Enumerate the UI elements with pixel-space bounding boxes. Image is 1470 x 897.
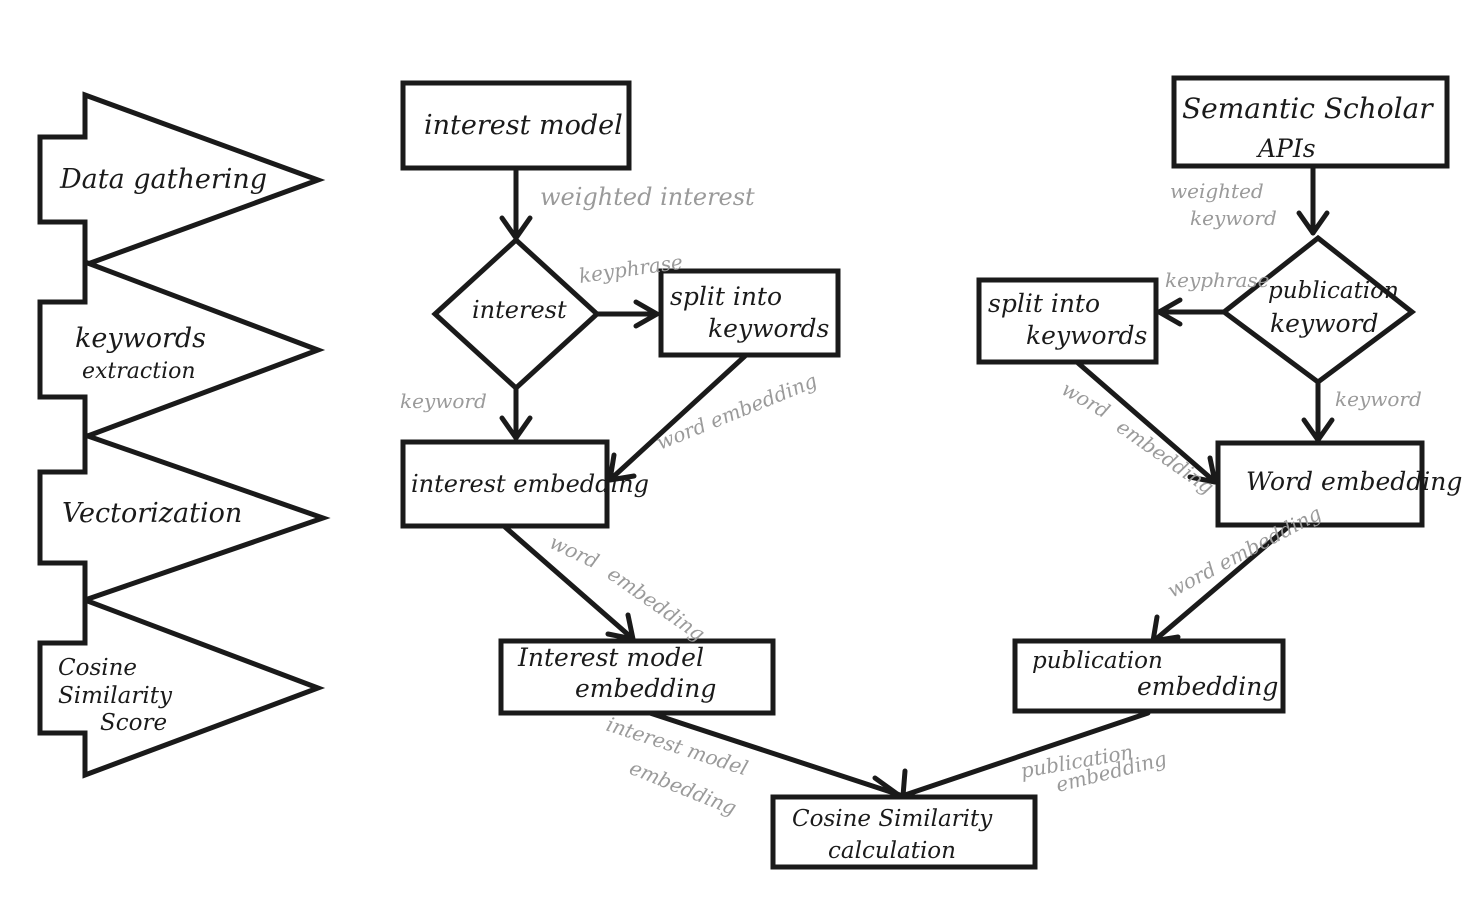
edge-label-word-embedding-right: word xyxy=(1058,377,1115,424)
node-label: Semantic Scholar xyxy=(1182,92,1434,125)
stage-label: Score xyxy=(100,710,167,736)
node-cosine-similarity-calculation: Cosine Similarity calculation xyxy=(770,794,1038,870)
edge-label-weighted-interest: weighted interest xyxy=(540,183,755,211)
node-label: keywords xyxy=(708,314,829,343)
connectors xyxy=(499,165,1335,806)
stage-label: extraction xyxy=(82,359,196,384)
node-label: Word embedding xyxy=(1246,467,1462,496)
node-interest-decision: interest xyxy=(431,236,601,392)
stage-cosine-similarity-score: Cosine Similarity Score xyxy=(37,596,326,779)
node-interest-model: interest model xyxy=(400,80,632,171)
edge-label-weighted-keyword: weighted xyxy=(1170,179,1264,203)
node-split-into-keywords-left: split into keywords xyxy=(658,268,841,358)
node-label: interest xyxy=(472,296,567,324)
stage-label: Data gathering xyxy=(59,164,267,195)
edge-label-word-embedding-left: word embedding xyxy=(653,368,821,454)
node-label: publication xyxy=(1032,648,1163,674)
stage-data-gathering: Data gathering xyxy=(37,91,326,269)
node-semantic-scholar-apis: Semantic Scholar APIs xyxy=(1171,75,1450,169)
node-label: embedding xyxy=(575,674,716,703)
node-interest-model-embedding: Interest model embedding xyxy=(498,638,776,716)
edge-label-word-embedding-down-left: embedding xyxy=(603,561,709,646)
node-label: keyword xyxy=(1270,309,1378,338)
edge-label-keyphrase-right: keyphrase xyxy=(1165,268,1270,292)
stage-label: Similarity xyxy=(58,683,173,709)
node-label: keywords xyxy=(1026,321,1147,350)
stage-label: Cosine xyxy=(58,655,137,681)
edge-label-word-embedding-right: embedding xyxy=(1112,414,1218,499)
node-label: APIs xyxy=(1256,134,1316,163)
node-label: interest embedding xyxy=(411,470,649,498)
node-label: embedding xyxy=(1137,672,1278,701)
stage-label: keywords xyxy=(75,323,206,354)
node-publication-keyword-decision: publication keyword xyxy=(1219,234,1417,386)
node-split-into-keywords-right: split into keywords xyxy=(976,277,1159,365)
stage-keywords-extraction: keywords extraction xyxy=(37,258,326,441)
edge-label-word-embedding-down-left: word xyxy=(546,530,603,574)
node-label: split into xyxy=(670,282,782,311)
edge-label-weighted-keyword: keyword xyxy=(1190,206,1277,230)
stage-vectorization: Vectorization xyxy=(37,431,331,604)
node-label: calculation xyxy=(828,838,956,864)
node-label: Cosine Similarity xyxy=(792,806,993,832)
node-label: publication xyxy=(1268,278,1399,304)
node-interest-embedding: interest embedding xyxy=(400,439,649,529)
edge-label-keyword-right: keyword xyxy=(1335,387,1422,411)
node-publication-embedding: publication embedding xyxy=(1012,638,1286,714)
edge-label-keyword-left: keyword xyxy=(400,389,487,413)
node-label: split into xyxy=(988,289,1100,318)
node-label: Interest model xyxy=(517,643,704,672)
node-label: interest model xyxy=(424,110,623,141)
node-word-embedding: Word embedding xyxy=(1215,440,1462,528)
stage-label: Vectorization xyxy=(62,498,242,529)
